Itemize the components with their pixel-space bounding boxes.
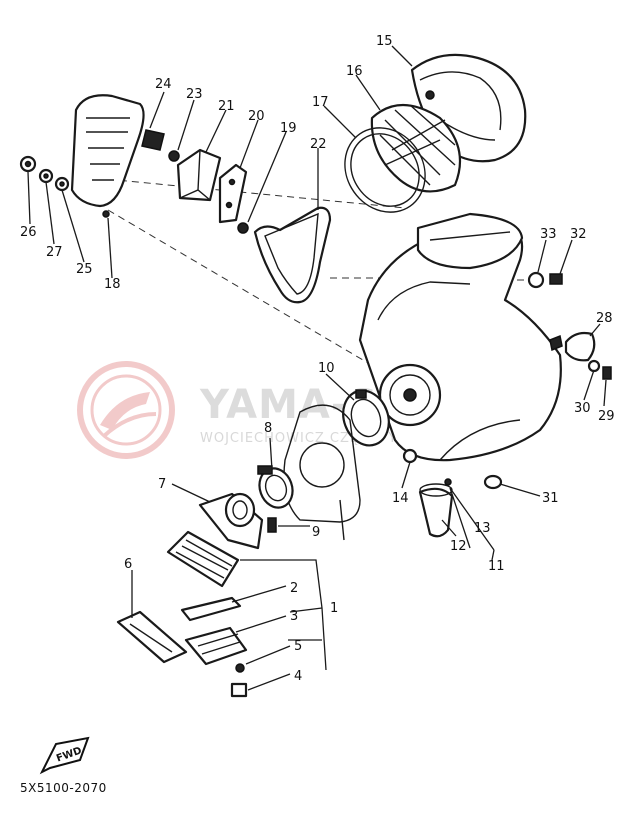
callout-13: 13 <box>474 521 491 536</box>
callout-2: 2 <box>290 581 298 596</box>
callout-27: 27 <box>46 245 63 260</box>
callout-10: 10 <box>318 361 335 376</box>
part-33-collar <box>527 271 545 289</box>
callout-20: 20 <box>248 109 265 124</box>
callout-4: 4 <box>294 669 302 684</box>
part-26-bolt <box>19 155 37 173</box>
part-2-reed-stopper <box>180 596 242 622</box>
part-23-screw <box>168 150 180 162</box>
callout-17: 17 <box>312 95 329 110</box>
part-32-bolt <box>549 273 563 285</box>
part-12-elbow <box>418 483 454 538</box>
part-29-bolt <box>602 366 612 380</box>
callout-12: 12 <box>450 539 467 554</box>
callout-33: 33 <box>540 227 557 242</box>
callout-21: 21 <box>218 99 235 114</box>
part-7-manifold <box>198 492 264 550</box>
part-18-pin <box>102 210 110 218</box>
part-3-reed <box>184 626 248 666</box>
callout-22: 22 <box>310 137 327 152</box>
callout-23: 23 <box>186 87 203 102</box>
callout-labels: 15 16 17 24 23 21 20 19 22 26 27 25 18 3… <box>20 34 615 684</box>
part-9-bolt <box>267 517 277 533</box>
callout-14: 14 <box>392 491 409 506</box>
part-19-bolt <box>237 222 249 234</box>
callout-24: 24 <box>155 77 172 92</box>
callout-29: 29 <box>598 409 615 424</box>
callout-11: 11 <box>488 559 505 574</box>
callout-7: 7 <box>158 477 166 492</box>
part-5-screw <box>235 663 245 673</box>
callout-1: 1 <box>330 601 338 616</box>
callout-19: 19 <box>280 121 297 136</box>
callout-16: 16 <box>346 64 363 79</box>
part-25-washer <box>54 176 70 192</box>
callout-31: 31 <box>542 491 559 506</box>
callout-32: 32 <box>570 227 587 242</box>
diagram-code: 5X5100-2070 <box>20 781 107 795</box>
part-30-washer <box>587 359 601 373</box>
part-20-plate <box>218 163 248 224</box>
callout-5: 5 <box>294 639 302 654</box>
callout-26: 26 <box>20 225 37 240</box>
part-4-bolt <box>230 682 248 698</box>
part-6-gasket <box>116 610 188 664</box>
part-1-reed-valve-assembly <box>166 530 240 588</box>
callout-15: 15 <box>376 34 393 49</box>
part-17-gasket-ring <box>344 127 426 213</box>
callout-25: 25 <box>76 262 93 277</box>
part-21-block <box>176 148 222 202</box>
callout-18: 18 <box>104 277 121 292</box>
callout-8: 8 <box>264 421 272 436</box>
watermark-logo <box>77 361 175 459</box>
part-8-clamp <box>257 465 294 509</box>
part-10-joint <box>342 389 390 447</box>
callout-9: 9 <box>312 525 320 540</box>
part-11-air-box <box>358 212 562 462</box>
callout-3: 3 <box>290 609 298 624</box>
part-13-clip <box>444 478 452 486</box>
callout-30: 30 <box>574 401 591 416</box>
fwd-arrow-icon: FWD <box>39 736 90 775</box>
part-28-clip <box>549 331 596 362</box>
callout-6: 6 <box>124 557 132 572</box>
part-14-cap <box>402 448 418 464</box>
leader-lines <box>27 45 607 691</box>
part-27-washer <box>38 168 54 184</box>
callout-28: 28 <box>596 311 613 326</box>
part-24-bracket <box>70 94 165 208</box>
part-31-grommet <box>483 474 503 490</box>
part-22-seal <box>253 206 332 304</box>
